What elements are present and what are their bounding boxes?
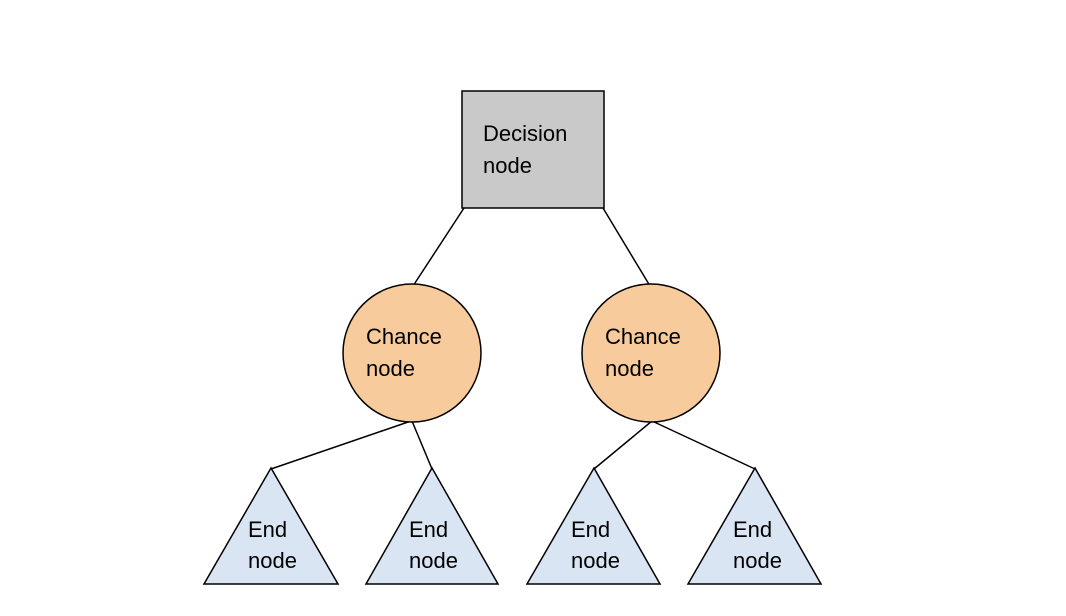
edge-chance-left-to-end-1	[270, 420, 412, 470]
end-node-4-label: End node	[733, 517, 782, 573]
edge-chance-right-to-end-3	[593, 420, 653, 470]
end-node-4-shape	[686, 466, 823, 585]
end-node-3-label: End node	[571, 517, 620, 573]
chance-node-right-shape	[581, 283, 721, 423]
edge-decision-to-chance-left	[412, 207, 465, 287]
decision-node-shape	[461, 90, 605, 209]
end-node-1-label: End node	[248, 517, 297, 573]
end-node-2-label: End node	[409, 517, 458, 573]
edge-decision-to-chance-right	[602, 207, 651, 287]
chance-node-left-shape	[342, 283, 482, 423]
chance-node-left-label: Chance node	[366, 324, 442, 381]
end-node-3-shape	[525, 466, 662, 585]
decision-node-label: Decision node	[483, 121, 568, 178]
end-node-1-shape	[202, 466, 340, 585]
edge-chance-right-to-end-4	[651, 420, 756, 470]
edge-chance-left-to-end-2	[411, 420, 433, 470]
end-node-2-shape	[364, 466, 500, 585]
chance-node-right-label: Chance node	[605, 324, 681, 381]
